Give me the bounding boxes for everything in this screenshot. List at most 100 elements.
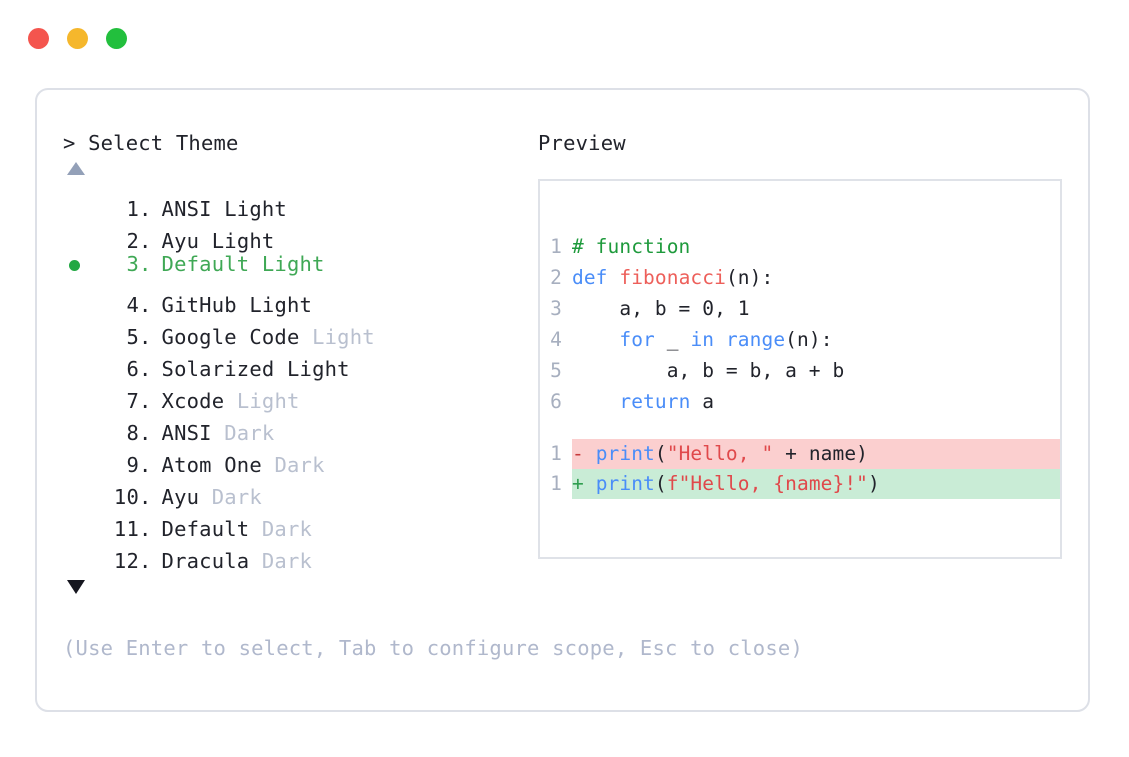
code-token: ) <box>868 472 880 495</box>
code-token: for <box>619 328 655 351</box>
code-token: # function <box>572 235 691 258</box>
theme-list-item[interactable]: 10.Ayu Dark <box>63 472 533 509</box>
theme-item-name: GitHub <box>161 293 237 317</box>
theme-item-name: Google Code <box>161 325 300 349</box>
theme-list-item[interactable]: 8.ANSI Dark <box>63 408 533 445</box>
theme-list-item[interactable]: 3.Default Light <box>63 248 533 280</box>
line-number: 6 <box>550 390 562 413</box>
theme-item-index: 4 <box>126 293 139 317</box>
theme-item-index: 2 <box>126 229 139 253</box>
scroll-down-icon[interactable] <box>63 572 533 602</box>
code-line: 5 a, b = b, a + b <box>540 355 1060 386</box>
theme-list-item[interactable]: 9.Atom One Dark <box>63 440 533 477</box>
code-token: def <box>572 266 620 289</box>
theme-item-index: 1 <box>126 197 139 221</box>
triangle-down-icon <box>67 580 85 594</box>
code-token: a, b = <box>572 297 703 320</box>
code-token: + name) <box>773 442 869 465</box>
theme-item-name: Dracula <box>161 549 250 573</box>
theme-list-item[interactable]: 7.Xcode Light <box>63 376 533 413</box>
theme-item-name: ANSI <box>161 421 212 445</box>
code-line-text: a, b = 0, 1 <box>572 293 1060 324</box>
theme-item-variant: Light <box>236 389 300 413</box>
theme-item-index: 7 <box>126 389 139 413</box>
theme-list-item[interactable]: 1.ANSI Light <box>63 184 533 221</box>
theme-item-variant: Light <box>312 325 375 349</box>
selection-bullet-slot <box>63 472 93 504</box>
prompt-label: > Select Theme <box>63 131 239 155</box>
diff-sign-space <box>584 442 596 465</box>
diff-line-added: 1+ print(f"Hello, {name}!") <box>540 469 1060 499</box>
maximize-button[interactable] <box>106 28 127 49</box>
theme-list-item[interactable]: 6.Solarized Light <box>63 344 533 381</box>
theme-item-dot: . <box>139 357 152 381</box>
theme-list-item[interactable]: 2.Ayu Light <box>63 216 533 253</box>
code-token: a, b = b, a + b <box>572 359 845 382</box>
theme-item-dot: . <box>139 325 152 349</box>
theme-item-name: Ayu <box>161 229 200 253</box>
theme-item-space <box>199 481 212 513</box>
theme-item-variant: Dark <box>261 549 313 573</box>
selected-bullet-icon <box>69 260 80 271</box>
theme-list-item[interactable]: 4.GitHub Light <box>63 280 533 317</box>
theme-list-item[interactable]: 11.Default Dark <box>63 504 533 541</box>
code-line-text: a, b = b, a + b <box>572 355 1060 386</box>
code-line: 4 for _ in range(n): <box>540 324 1060 355</box>
theme-item-space <box>262 449 275 481</box>
code-line: 1 # function <box>540 231 1060 262</box>
code-token: ( <box>654 472 667 495</box>
scroll-up-icon[interactable] <box>63 156 533 180</box>
code-token <box>714 328 726 351</box>
theme-list-item[interactable]: 12.Dracula Dark <box>63 536 533 573</box>
theme-item-index: 10 <box>113 485 139 509</box>
theme-item-space <box>224 385 237 417</box>
theme-item-name: Atom One <box>161 453 262 477</box>
theme-item-dot: . <box>139 485 152 509</box>
selection-bullet-slot <box>63 250 93 282</box>
selection-bullet-slot <box>63 376 93 408</box>
code-token: (n): <box>785 328 833 351</box>
theme-item-space <box>249 545 262 577</box>
code-token: 1 <box>737 297 750 320</box>
theme-item-index: 6 <box>126 357 139 381</box>
code-token: "Hello, " <box>666 442 774 465</box>
selection-bullet-slot <box>63 216 93 248</box>
selection-bullet-slot <box>63 440 93 472</box>
code-token <box>572 390 619 413</box>
theme-item-dot: . <box>139 421 152 445</box>
theme-item-space <box>249 248 262 280</box>
code-token: _ <box>654 328 691 351</box>
theme-item-name: Default <box>161 252 250 276</box>
line-number: 3 <box>550 297 562 320</box>
code-token: (n): <box>725 266 774 289</box>
code-blank-gap <box>540 417 1060 439</box>
theme-item-space <box>237 289 250 321</box>
line-number: 1 <box>550 235 562 258</box>
selection-bullet-slot <box>63 504 93 536</box>
code-token: in <box>690 328 715 351</box>
theme-item-name: ANSI <box>161 197 212 221</box>
minimize-button[interactable] <box>67 28 88 49</box>
selection-bullet-slot <box>63 536 93 568</box>
code-line-text: def fibonacci(n): <box>572 262 1060 293</box>
triangle-up-icon <box>67 161 85 175</box>
code-token: range <box>725 328 786 351</box>
line-number: 4 <box>550 328 562 351</box>
close-button[interactable] <box>28 28 49 49</box>
diff-line-body: + print(f"Hello, {name}!") <box>572 469 1060 499</box>
theme-item-dot: . <box>139 229 152 253</box>
theme-item-variant: Dark <box>211 485 262 509</box>
diff-line-removed: 1 - print("Hello, " + name) <box>540 439 1060 469</box>
theme-item-index: 9 <box>126 453 139 477</box>
line-number: 1 <box>550 442 562 465</box>
theme-list-item[interactable]: 5.Google Code Light <box>63 312 533 349</box>
code-line: 3 a, b = 0, 1 <box>540 293 1060 324</box>
diff-line-body: - print("Hello, " + name) <box>572 439 1060 469</box>
theme-item-dot: . <box>139 453 152 477</box>
theme-item-dot: . <box>139 252 152 276</box>
selection-bullet-slot <box>63 280 93 312</box>
